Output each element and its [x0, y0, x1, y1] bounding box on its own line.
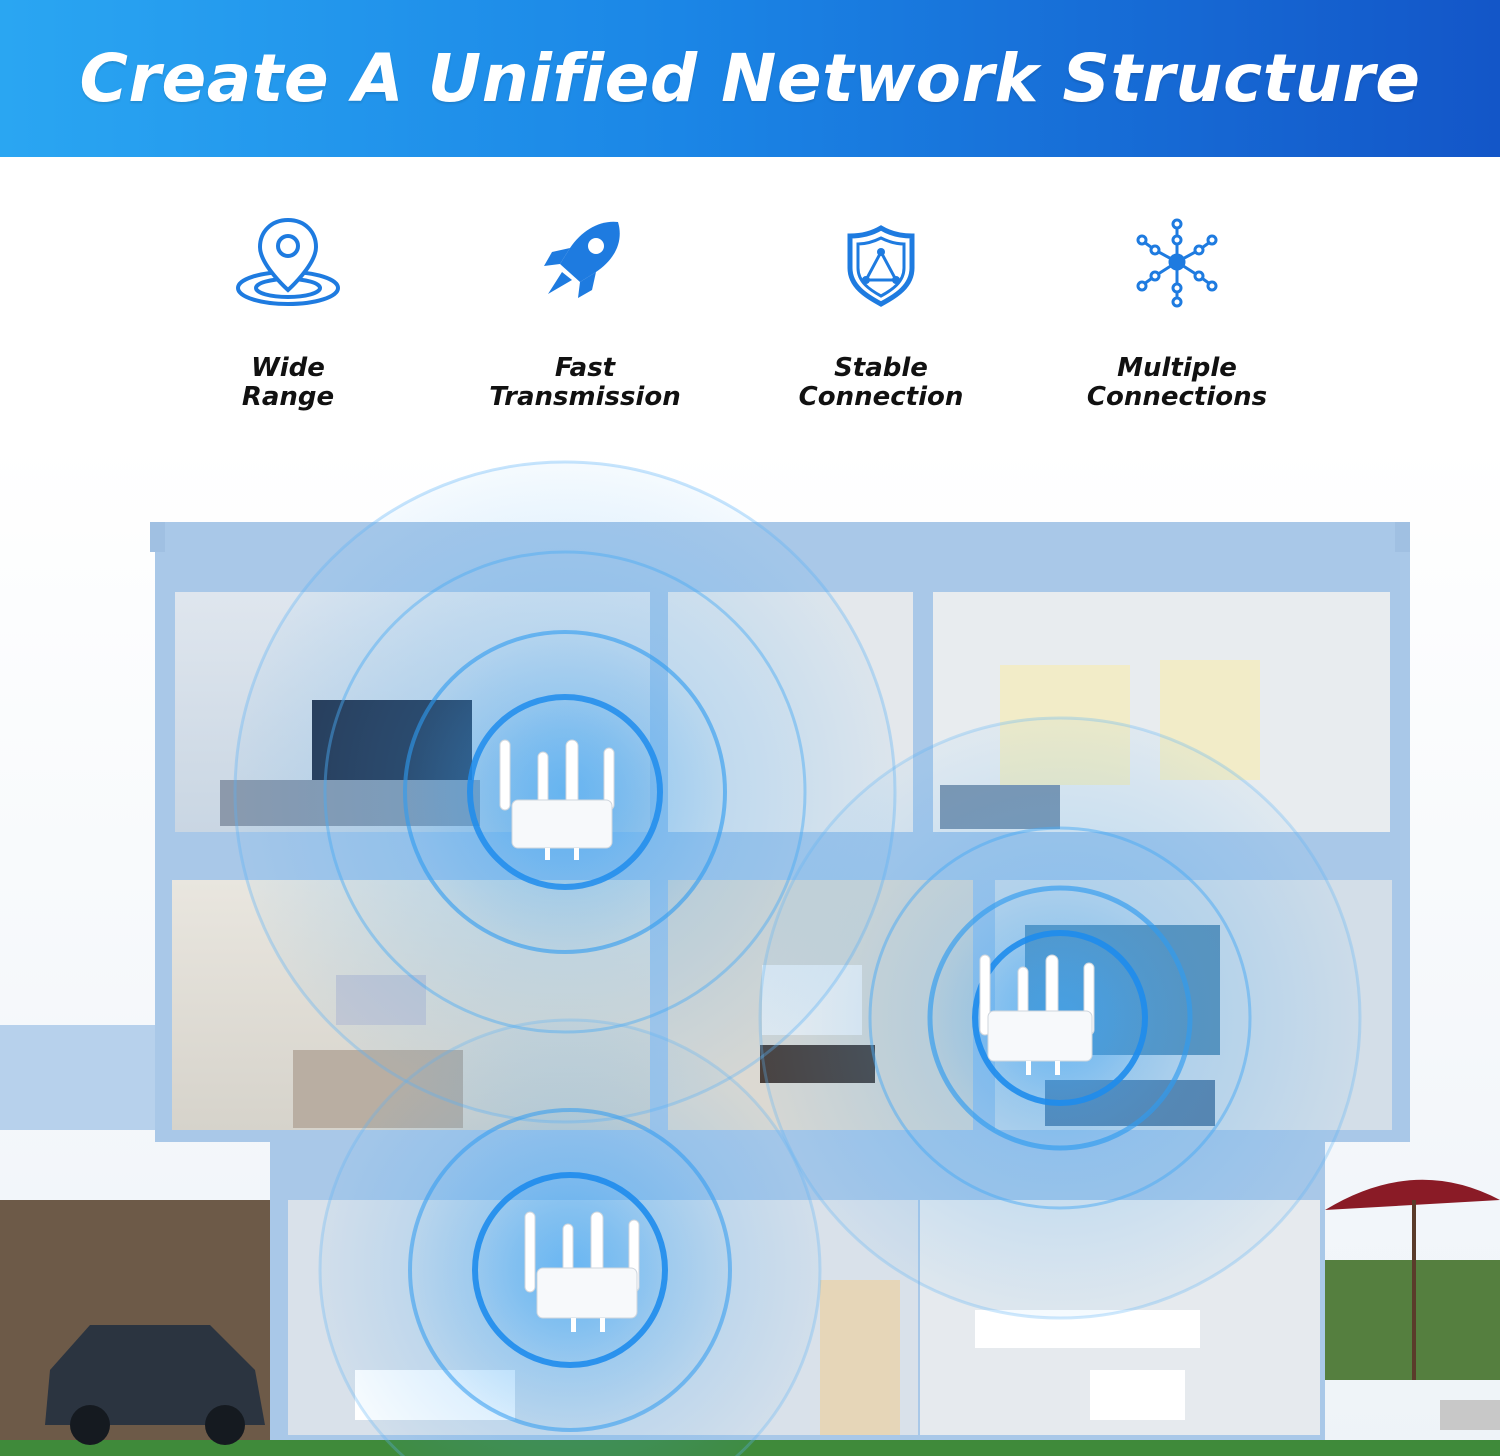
feature-row: Wide Range Fast Transmission Stable Con [0, 210, 1500, 412]
feature-label: Stable Connection [798, 353, 964, 412]
location-pin-icon [236, 217, 340, 306]
shield-network-icon [847, 225, 915, 307]
rocket-icon [544, 221, 620, 298]
feature-wide-range: Wide Range [168, 210, 408, 412]
feature-fast-transmission: Fast Transmission [465, 210, 705, 412]
wifi-extender-device [524, 1211, 640, 1332]
feature-label: Wide Range [241, 353, 335, 412]
banner-title: Create A Unified Network Structure [79, 40, 1421, 117]
feature-stable-connection: Stable Connection [761, 210, 1001, 412]
wifi-extender-device [979, 954, 1095, 1075]
parked-car [45, 1325, 265, 1445]
feature-multiple-connections: Multiple Connections [1057, 210, 1297, 412]
wifi-extender-device [499, 739, 615, 860]
network-nodes-icon [1136, 218, 1218, 308]
lawn [0, 1440, 1500, 1456]
feature-label: Fast Transmission [489, 353, 681, 412]
house-cross-section-illustration [0, 440, 1500, 1456]
feature-label: Multiple Connections [1086, 353, 1268, 412]
header-banner: Create A Unified Network Structure [0, 0, 1500, 157]
patio-umbrella [1325, 1179, 1500, 1380]
